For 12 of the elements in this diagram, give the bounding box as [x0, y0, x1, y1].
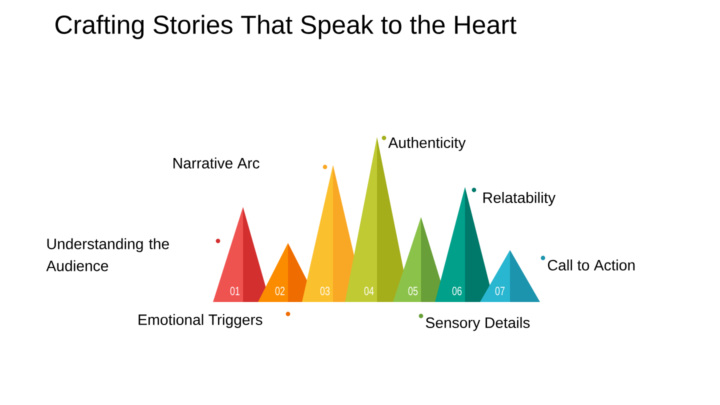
node-label: 02 — [275, 286, 285, 296]
label: Sensory Details — [426, 317, 530, 331]
node-label: 03 — [320, 286, 330, 296]
label: Call to Action — [548, 260, 635, 270]
triangle: 07 — [480, 250, 540, 302]
title: Crafting Stories That Speak to the Heart — [56, 14, 516, 40]
node-label: 04 — [364, 286, 374, 296]
triangle: 05 — [393, 217, 447, 302]
label: Understanding the Audience — [46, 238, 169, 272]
label: Narrative Arc — [174, 158, 260, 168]
label: Emotional Triggers — [138, 314, 262, 328]
triangle: 01 — [213, 207, 270, 302]
